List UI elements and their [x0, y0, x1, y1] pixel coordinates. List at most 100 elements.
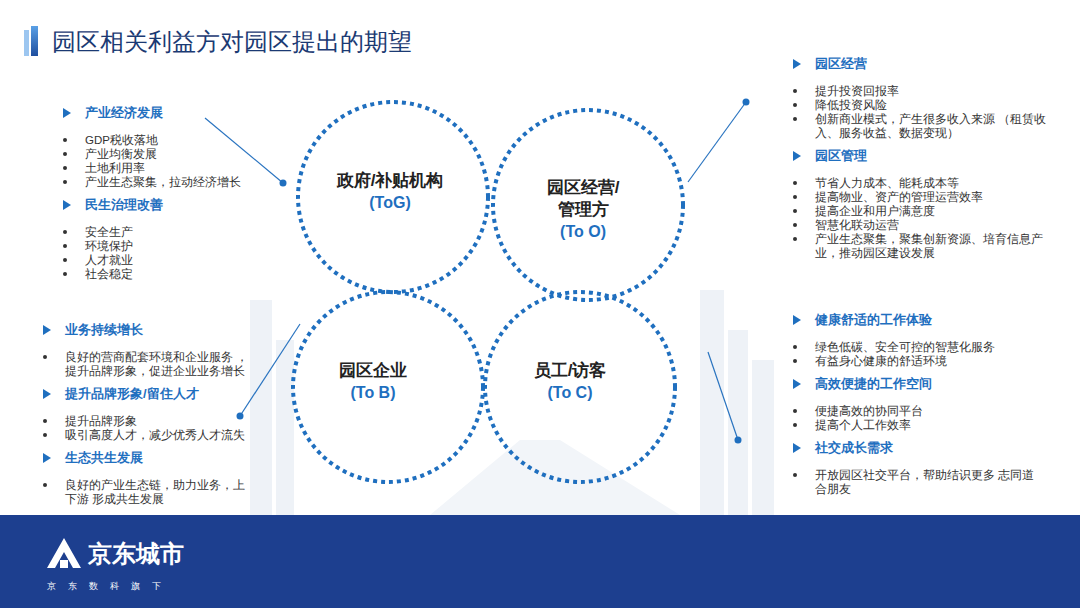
bullet-row: 节省人力成本、能耗成本等	[815, 176, 1050, 190]
stakeholder-circle: 园区经营/ 管理方(To O)	[490, 107, 686, 303]
arrow-bullet	[43, 325, 51, 335]
heading-row: 高效便捷的工作空间	[815, 374, 1045, 394]
dotted-circle	[493, 110, 683, 300]
list-heading: 社交成长需求	[815, 438, 1045, 458]
dot-bullet	[793, 209, 797, 213]
dot-bullet	[793, 89, 797, 93]
list-item: 良好的营商配套环境和企业服务 ，提升品牌形象，促进企业业务增长	[65, 350, 253, 378]
dot-bullet	[793, 103, 797, 107]
footer-band	[0, 515, 1080, 608]
dot-bullet	[793, 473, 797, 477]
building	[276, 340, 294, 515]
dot-bullet	[63, 230, 67, 234]
bullet-row: 吸引高度人才，减少优秀人才流失	[65, 428, 253, 442]
list-heading: 产业经济发展	[85, 103, 275, 123]
leader-dots	[237, 99, 750, 444]
dot-bullet	[63, 138, 67, 142]
arrow-bullet	[43, 453, 51, 463]
node-code: (To B)	[313, 382, 433, 404]
list-item: 安全生产	[85, 225, 275, 239]
leader-dot	[280, 180, 287, 187]
bullet-row: 提高个人工作效率	[815, 418, 1045, 432]
arrow-bullet	[793, 151, 801, 161]
building	[752, 360, 774, 515]
list-item: 开放园区社交平台，帮助结识更多 志同道合朋友	[815, 468, 1045, 496]
dotted-circle	[293, 292, 483, 482]
list-item: 产业生态聚集，聚集创新资源、培育信息产 业，推动园区建设发展	[815, 232, 1050, 260]
circle-text: 园区企业(To B)	[313, 360, 433, 404]
dotted-circle	[298, 102, 488, 292]
bullet-row: 绿色低碳、安全可控的智慧化服务	[815, 340, 1045, 354]
list-item: 提高企业和用户满意度	[815, 204, 1050, 218]
list-item: 提高物业、资产的管理运营效率	[815, 190, 1050, 204]
circle-text: 园区经营/ 管理方(To O)	[537, 177, 629, 243]
list-item: 智慧化联动运营	[815, 218, 1050, 232]
list-item: 环境保护	[85, 239, 275, 253]
bullet-row: 智慧化联动运营	[815, 218, 1050, 232]
title-bar	[31, 26, 38, 56]
heading-row: 健康舒适的工作体验	[815, 310, 1045, 330]
dot-bullet	[63, 180, 67, 184]
heading-row: 民生治理改善	[85, 195, 275, 215]
node-heading: 园区经营/ 管理方	[537, 177, 629, 221]
leader-lines	[205, 102, 746, 440]
arrow-bullet	[793, 59, 801, 69]
dot-bullet	[793, 181, 797, 185]
arrow-bullet	[793, 315, 801, 325]
bullet-row: 产业生态聚集，拉动经济增长	[85, 175, 275, 189]
dot-bullet	[793, 409, 797, 413]
dot-bullet	[43, 419, 47, 423]
building	[728, 330, 748, 515]
expectation-list: 产业经济发展GDP税收落地产业均衡发展土地利用率产业生态聚集，拉动经济增长民生治…	[85, 103, 275, 281]
dot-bullet	[63, 244, 67, 248]
heading-row: 生态共生发展	[65, 448, 253, 468]
bullet-row: 提升品牌形象	[65, 414, 253, 428]
heading-row: 社交成长需求	[815, 438, 1045, 458]
dot-bullet	[43, 483, 47, 487]
bullet-row: 产业生态聚集，聚集创新资源、培育信息产 业，推动园区建设发展	[815, 232, 1050, 260]
bullet-row: 提高物业、资产的管理运营效率	[815, 190, 1050, 204]
list-item: 土地利用率	[85, 161, 275, 175]
stakeholder-circle: 员工/访客(To C)	[482, 289, 678, 485]
dot-bullet	[43, 433, 47, 437]
list-heading: 园区管理	[815, 146, 1050, 166]
stakeholder-circle: 政府/补贴机构(ToG)	[295, 99, 491, 295]
leader-dot	[237, 413, 244, 420]
logo-icon	[47, 538, 81, 568]
node-code: (To C)	[510, 382, 630, 404]
leader-line	[240, 324, 300, 416]
list-item: GDP税收落地	[85, 133, 275, 147]
road	[430, 440, 680, 515]
circle-text: 员工/访客(To C)	[510, 360, 630, 404]
list-heading: 提升品牌形象/留住人才	[65, 384, 253, 404]
expectation-list: 园区经营提升投资回报率降低投资风险创新商业模式，产生很多收入来源 （租赁收入、服…	[815, 54, 1050, 260]
dot-bullet	[63, 272, 67, 276]
leader-line	[708, 352, 738, 440]
list-heading: 健康舒适的工作体验	[815, 310, 1045, 330]
bullet-row: GDP税收落地	[85, 133, 275, 147]
bullet-row: 社会稳定	[85, 267, 275, 281]
list-item: 吸引高度人才，减少优秀人才流失	[65, 428, 253, 442]
list-heading: 生态共生发展	[65, 448, 253, 468]
bullet-row: 人才就业	[85, 253, 275, 267]
logo-mark	[47, 538, 81, 568]
list-item: 绿色低碳、安全可控的智慧化服务	[815, 340, 1045, 354]
dot-bullet	[793, 223, 797, 227]
dot-bullet	[63, 166, 67, 170]
expectation-list: 业务持续增长良好的营商配套环境和企业服务 ，提升品牌形象，促进企业业务增长提升品…	[65, 320, 253, 506]
stakeholder-circle: 园区企业(To B)	[290, 289, 486, 485]
list-item: 节省人力成本、能耗成本等	[815, 176, 1050, 190]
list-heading: 高效便捷的工作空间	[815, 374, 1045, 394]
heading-row: 业务持续增长	[65, 320, 253, 340]
expectation-list: 健康舒适的工作体验绿色低碳、安全可控的智慧化服务有益身心健康的舒适环境高效便捷的…	[815, 310, 1045, 496]
node-heading: 员工/访客	[510, 360, 630, 382]
bullet-row: 便捷高效的协同平台	[815, 404, 1045, 418]
node-heading: 园区企业	[313, 360, 433, 382]
list-item: 提高个人工作效率	[815, 418, 1045, 432]
bullet-row: 提升投资回报率	[815, 84, 1050, 98]
